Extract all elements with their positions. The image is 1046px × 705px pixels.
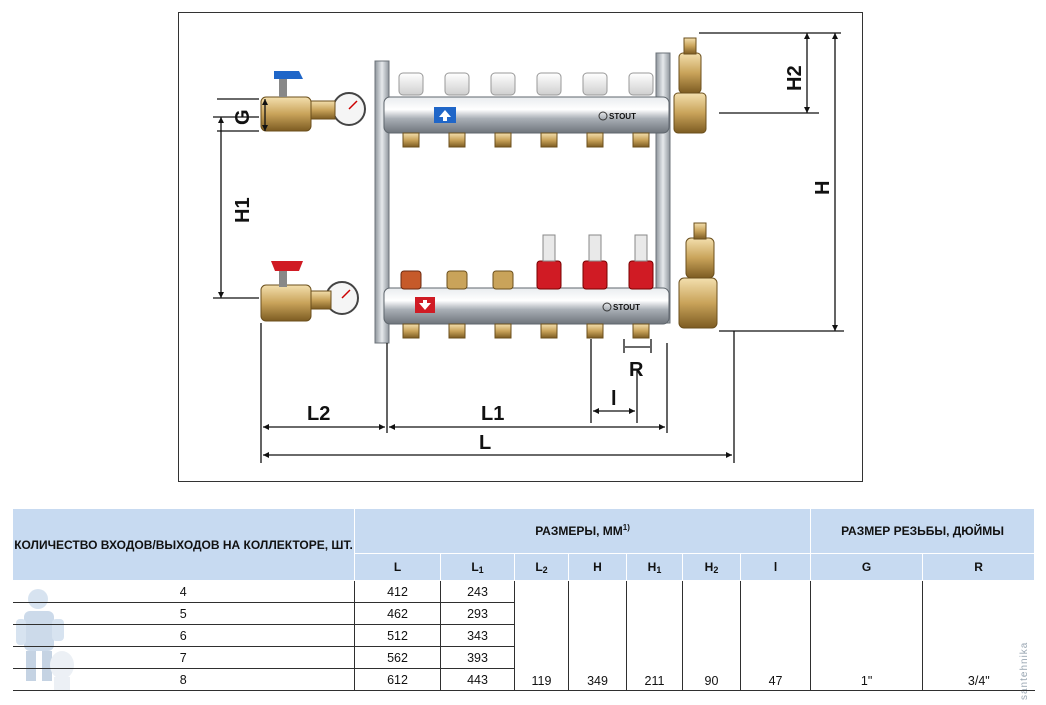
header-thread: РАЗМЕР РЕЗЬБЫ, ДЮЙМЫ bbox=[810, 508, 1036, 554]
cell-quantity: 7 bbox=[12, 646, 355, 669]
table-row: 7 562 393 bbox=[12, 646, 1035, 669]
table-row: 5 462 293 bbox=[12, 602, 1035, 625]
cell-L2: 119 bbox=[514, 580, 569, 691]
top-ball-valve bbox=[260, 71, 366, 132]
dimension-lines bbox=[213, 32, 844, 463]
cell-L1: 393 bbox=[440, 646, 515, 669]
cell-H2: 90 bbox=[682, 580, 741, 691]
cell-l: 47 bbox=[739, 580, 812, 691]
col-G: G bbox=[810, 553, 924, 581]
brand-label-top: STOUT bbox=[609, 112, 636, 121]
label-l: l bbox=[611, 388, 617, 410]
top-outlets bbox=[402, 132, 650, 148]
label-L2: L2 bbox=[307, 403, 330, 425]
bottom-valves bbox=[400, 234, 654, 290]
header-dimensions: РАЗМЕРЫ, ММ1) bbox=[353, 508, 812, 554]
cell-L: 462 bbox=[354, 602, 441, 625]
return-manifold: STOUT bbox=[383, 234, 670, 339]
label-H2: H2 bbox=[784, 65, 806, 91]
label-H1: H1 bbox=[232, 197, 254, 223]
col-R: R bbox=[922, 553, 1036, 581]
col-H2: H2 bbox=[682, 553, 741, 581]
col-H1: H1 bbox=[626, 553, 683, 581]
cell-H1: 211 bbox=[626, 580, 683, 691]
cell-L: 512 bbox=[354, 624, 441, 647]
red-handle-icon bbox=[271, 261, 303, 271]
cell-R: 3/4" bbox=[922, 580, 1035, 691]
col-l: l bbox=[739, 553, 812, 581]
table-row: 8 612 443 bbox=[12, 668, 1035, 691]
dimension-arrows bbox=[218, 33, 838, 458]
bottom-outlets bbox=[402, 323, 650, 339]
col-L1: L1 bbox=[440, 553, 515, 581]
cell-L: 412 bbox=[354, 580, 441, 603]
label-R: R bbox=[629, 359, 644, 381]
top-caps bbox=[398, 72, 654, 96]
cell-G: 1" bbox=[810, 580, 924, 691]
cell-L1: 343 bbox=[440, 624, 515, 647]
label-H: H bbox=[812, 181, 834, 195]
cell-quantity: 8 bbox=[12, 668, 355, 691]
supply-manifold: STOUT bbox=[383, 72, 670, 148]
label-G: G bbox=[232, 109, 254, 125]
cell-quantity: 6 bbox=[12, 624, 355, 647]
top-air-vent bbox=[673, 37, 707, 134]
manifold-diagram: STOUT bbox=[178, 12, 863, 482]
blue-handle-icon bbox=[274, 71, 303, 79]
bottom-air-vent bbox=[678, 222, 718, 329]
col-H: H bbox=[568, 553, 627, 581]
dimensions-table: КОЛИЧЕСТВО ВХОДОВ/ВЫХОДОВ НА КОЛЛЕКТОРЕ,… bbox=[12, 508, 1036, 691]
table-row: 4 412 243 119 349 211 90 47 1" 3/4" bbox=[12, 580, 1035, 691]
cell-quantity: 4 bbox=[12, 580, 355, 603]
cell-L: 562 bbox=[354, 646, 441, 669]
right-bracket bbox=[655, 52, 671, 324]
bottom-ball-valve bbox=[260, 261, 359, 322]
header-quantity: КОЛИЧЕСТВО ВХОДОВ/ВЫХОДОВ НА КОЛЛЕКТОРЕ,… bbox=[12, 508, 355, 581]
col-L2: L2 bbox=[514, 553, 569, 581]
cell-L1: 293 bbox=[440, 602, 515, 625]
cell-quantity: 5 bbox=[12, 602, 355, 625]
cell-L1: 243 bbox=[440, 580, 515, 603]
label-L1: L1 bbox=[481, 403, 504, 425]
brand-label-bottom: STOUT bbox=[613, 303, 640, 312]
label-L: L bbox=[479, 432, 491, 454]
cell-L: 612 bbox=[354, 668, 441, 691]
cell-L1: 443 bbox=[440, 668, 515, 691]
manifold-drawing: STOUT bbox=[213, 32, 844, 463]
col-L: L bbox=[354, 553, 441, 581]
cell-H: 349 bbox=[568, 580, 627, 691]
